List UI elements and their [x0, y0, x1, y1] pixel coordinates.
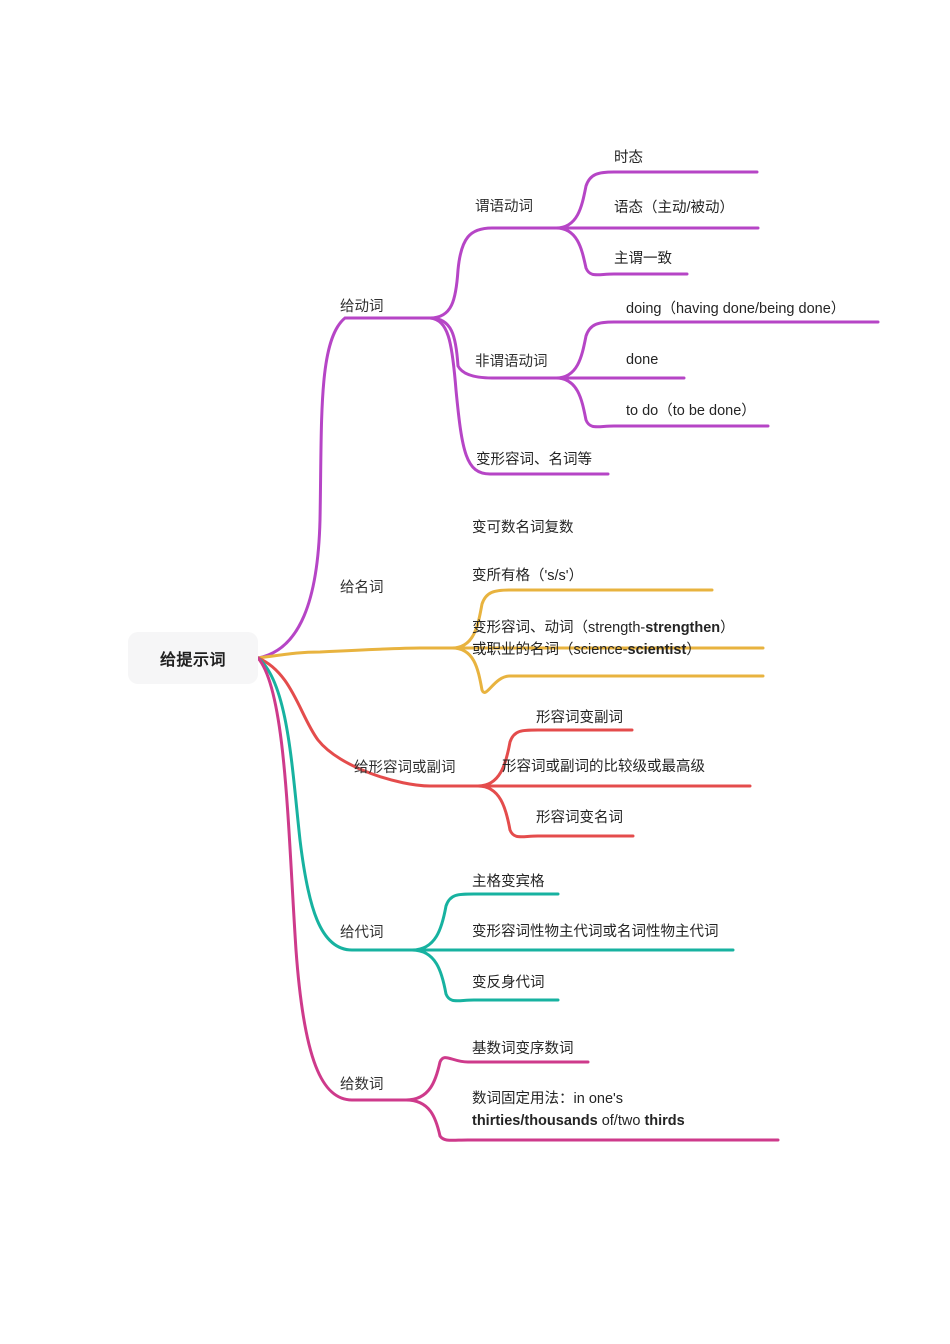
leaf-voice[interactable]: 语态（主动/被动） — [614, 200, 735, 216]
root-node[interactable]: 给提示词 — [128, 632, 258, 684]
leaf-numeral-idiom-bold-a: thirties/thousands — [472, 1113, 598, 1130]
leaf-doing[interactable]: doing（having done/being done） — [626, 301, 846, 317]
leaf-done[interactable]: done — [626, 352, 659, 368]
branch-label-noun[interactable]: 给名词 — [340, 580, 384, 596]
root-node-label: 给提示词 — [159, 652, 226, 669]
branch-label-verb[interactable]: 给动词 — [340, 299, 384, 315]
leaf-numeral-idiom[interactable]: 数词固定用法：in one's thirties/thousands of/tw… — [472, 1088, 802, 1132]
leaf-cardinal-to-ordinal[interactable]: 基数词变序数词 — [472, 1041, 574, 1057]
leaf-verb-adjective-noun[interactable]: 变形容词、名词等 — [476, 452, 592, 468]
connector-root-noun — [256, 646, 454, 660]
branch-label-pronoun[interactable]: 给代词 — [340, 925, 384, 941]
node-label-nonfinite-verb[interactable]: 非谓语动词 — [475, 354, 548, 370]
leaf-reflexive-pronoun[interactable]: 变反身代词 — [472, 975, 545, 991]
leaf-numeral-idiom-mid: of/two — [597, 1113, 645, 1130]
leaf-countable-plural[interactable]: 变可数名词复数 — [472, 520, 574, 536]
leaf-numeral-idiom-bold-b: thirds — [644, 1113, 685, 1130]
branch-label-numeral[interactable]: 给数词 — [340, 1077, 384, 1093]
connector-root-numeral — [256, 656, 408, 1102]
leaf-adjective-to-adverb[interactable]: 形容词变副词 — [536, 710, 623, 726]
leaf-to-do[interactable]: to do（to be done） — [626, 403, 756, 419]
leaf-noun-derivation-l1b: strengthen — [645, 620, 721, 636]
leaf-noun-derivation-l1a: 变形容词、动词（strength- — [472, 620, 646, 636]
leaf-numeral-idiom-l1: 数词固定用法：in one's — [472, 1091, 624, 1107]
connector-nonfinite-doing — [554, 320, 880, 380]
leaf-adjective-to-noun[interactable]: 形容词变名词 — [536, 810, 623, 826]
leaf-noun-derivation[interactable]: 变形容词、动词（strength-strengthen） 或职业的名词（scie… — [472, 617, 802, 661]
leaf-possessive-pronoun[interactable]: 变形容词性物主代词或名词性物主代词 — [472, 924, 719, 940]
leaf-noun-derivation-l1c: ） — [720, 620, 735, 636]
node-label-predicate-verb[interactable]: 谓语动词 — [475, 199, 533, 215]
leaf-noun-derivation-l2a: 或职业的名词（science- — [472, 642, 628, 659]
leaf-noun-derivation-l2b: scientist — [627, 642, 687, 659]
leaf-tense[interactable]: 时态 — [614, 150, 643, 166]
connector-root-pronoun — [256, 656, 414, 952]
leaf-subject-verb-agreement[interactable]: 主谓一致 — [614, 251, 672, 267]
branch-label-adjective[interactable]: 给形容词或副词 — [354, 760, 456, 776]
leaf-subject-to-object-case[interactable]: 主格变宾格 — [472, 874, 545, 890]
leaf-possessive-case[interactable]: 变所有格（'s/s'） — [472, 568, 584, 584]
connector-verb-predicate — [428, 226, 558, 320]
leaf-noun-derivation-l2c: ） — [686, 642, 701, 659]
leaf-comparative-superlative[interactable]: 形容词或副词的比较级或最高级 — [502, 759, 705, 775]
connector-root-verb — [256, 316, 432, 660]
